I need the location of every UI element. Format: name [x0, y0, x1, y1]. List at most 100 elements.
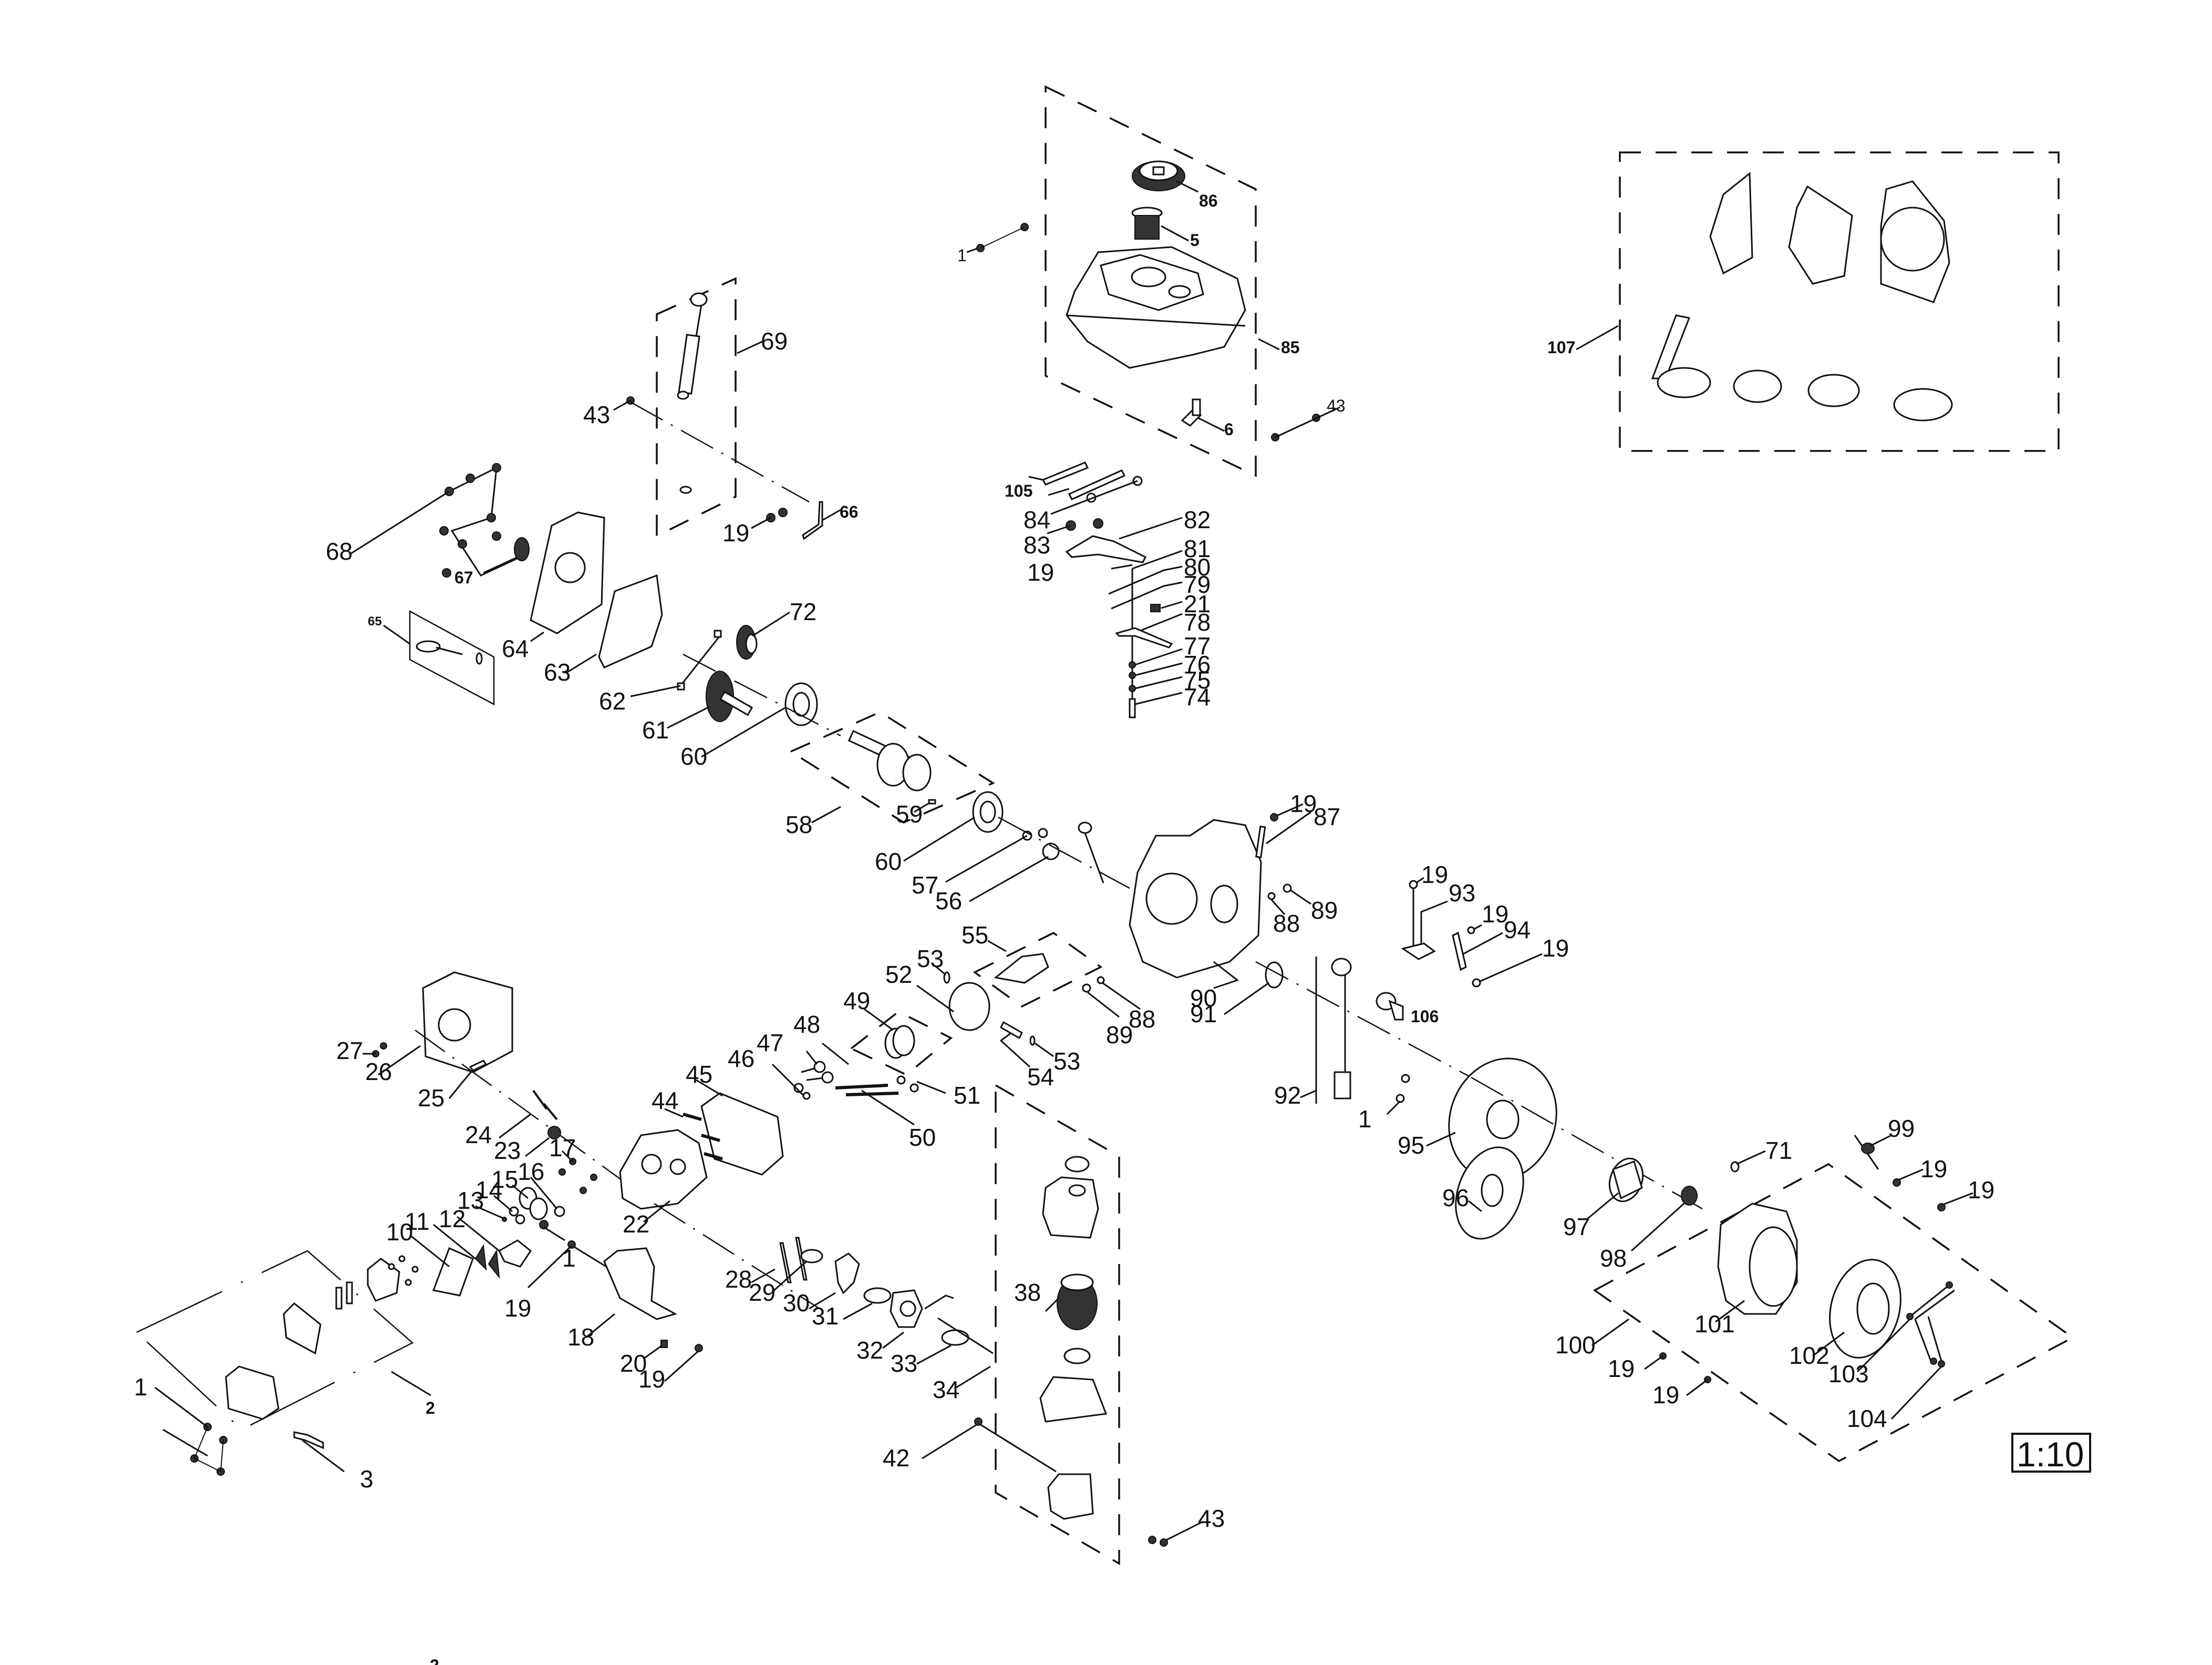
muffler-gasket[interactable] [469, 1060, 488, 1072]
exhaust-gasket[interactable] [1657, 367, 1711, 398]
tank-nut[interactable] [1271, 406, 1340, 441]
engine-block-group: 19 87 89 88 90 91 89 88 [1082, 790, 1472, 1078]
callout-30: 30 [783, 1289, 810, 1317]
flywheel-nut[interactable] [1681, 1186, 1698, 1206]
head-gasket[interactable] [700, 1092, 784, 1176]
push-rods[interactable] [835, 1084, 899, 1096]
air-cleaner-gasket[interactable] [1893, 388, 1953, 422]
fuel-strainer[interactable] [1131, 207, 1163, 240]
stop-switch-bracket[interactable] [1401, 942, 1436, 960]
carburetor-gasket[interactable] [1807, 374, 1860, 407]
callout-98: 98 [1600, 1245, 1627, 1272]
fuel-cap[interactable] [1132, 160, 1185, 191]
ignition-coil[interactable] [1315, 957, 1352, 1104]
rocker-arms[interactable] [474, 1243, 500, 1279]
callout-52: 52 [885, 961, 912, 988]
footer-mark: 2 [430, 1656, 439, 1665]
oil-bracket[interactable] [802, 501, 823, 540]
crankcase-gasket[interactable] [598, 574, 663, 669]
callout-58: 58 [785, 811, 812, 838]
callout-19: 19 [1608, 1355, 1635, 1382]
governor-arm[interactable] [1115, 627, 1173, 649]
dipstick-frame [656, 277, 737, 538]
carb-gasket[interactable] [863, 1287, 892, 1304]
callout-63: 63 [544, 659, 571, 686]
spark-plug-cap[interactable] [1376, 992, 1404, 1021]
valve-cover-bolts[interactable] [190, 1423, 228, 1476]
fuel-valve[interactable] [1181, 398, 1202, 427]
breather-valves[interactable] [335, 1281, 353, 1310]
piston-rings[interactable] [884, 1025, 915, 1059]
air-cleaner-gasket[interactable] [941, 1329, 969, 1346]
crankshaft[interactable] [847, 729, 932, 792]
dipstick[interactable] [677, 292, 708, 494]
heat-shield[interactable] [603, 1247, 677, 1320]
callout-1: 1 [1358, 1105, 1372, 1133]
callout-33: 33 [891, 1350, 917, 1377]
callout-84: 84 [1024, 506, 1050, 533]
control-lever[interactable] [1065, 535, 1147, 563]
valve-cover[interactable] [225, 1365, 280, 1420]
callout-55: 55 [962, 921, 988, 949]
spark-plug[interactable] [547, 1126, 561, 1139]
governor-spring[interactable] [1255, 825, 1266, 858]
callout-43: 43 [1198, 1505, 1225, 1532]
oil-sensor[interactable] [1452, 931, 1467, 971]
insulator-gasket[interactable] [1733, 369, 1782, 403]
oil-seal-rear[interactable] [1265, 961, 1284, 989]
fuel-hose[interactable] [1041, 461, 1089, 486]
fan-housing[interactable] [1717, 1202, 1798, 1315]
governor-shaft[interactable] [1042, 821, 1104, 883]
carburetor[interactable] [890, 1289, 954, 1328]
valve-springs[interactable] [519, 1187, 548, 1220]
connecting-rod[interactable] [994, 953, 1049, 984]
recoil-starter[interactable] [1820, 1251, 1911, 1365]
oil-seal[interactable] [514, 537, 530, 561]
starter-pulley[interactable] [1604, 1154, 1648, 1206]
cooling-fan[interactable] [1444, 1138, 1535, 1248]
governor-assembly[interactable] [416, 640, 483, 665]
gasket-kit-frame [1619, 151, 2060, 452]
valves[interactable] [801, 1061, 834, 1084]
callout-44: 44 [652, 1087, 678, 1114]
callout-19: 19 [1027, 559, 1054, 586]
valve-cover-gasket[interactable] [432, 1247, 474, 1297]
ignition-group: 92 19 93 19 94 19 106 1 95 [1274, 861, 1703, 1210]
cylinder-studs[interactable] [683, 1113, 723, 1160]
insulator[interactable] [834, 1252, 860, 1294]
piston[interactable] [948, 982, 990, 1031]
callout-5: 5 [1190, 231, 1200, 250]
camshaft[interactable] [706, 671, 753, 722]
callout-80: 80 [1184, 553, 1211, 581]
callout-42: 42 [883, 1444, 909, 1472]
starter-bolts[interactable] [1906, 1281, 1955, 1368]
breather-plate[interactable] [367, 1258, 400, 1302]
callout-19: 19 [1652, 1381, 1679, 1409]
crankcase-cover-gasket[interactable] [1709, 171, 1753, 275]
muffler-studs[interactable] [532, 1090, 558, 1121]
callout-22: 22 [623, 1210, 649, 1238]
cover-bolts[interactable] [439, 463, 521, 578]
balancer-gear[interactable] [736, 625, 758, 660]
fuel-tank[interactable] [1066, 246, 1246, 369]
callout-54: 54 [1027, 1063, 1054, 1091]
breather-tube[interactable] [1068, 469, 1126, 500]
insulator-gasket[interactable] [800, 1249, 823, 1263]
callout-13: 13 [457, 1187, 484, 1214]
cylinder-head[interactable] [619, 1129, 708, 1210]
breather-tube[interactable] [293, 1431, 324, 1450]
choke-rod[interactable] [1854, 1135, 1879, 1170]
callout-74: 74 [1184, 683, 1211, 711]
air-filter-assembly[interactable] [1039, 1156, 1108, 1520]
callout-104: 104 [1847, 1405, 1887, 1432]
callout-19: 19 [1542, 934, 1569, 962]
valve-cover-inner-gasket[interactable] [283, 1302, 322, 1355]
valve-cover-gasket[interactable] [1788, 185, 1853, 285]
callout-46: 46 [728, 1045, 754, 1072]
callout-71: 71 [1765, 1137, 1792, 1164]
piston-pin[interactable] [1000, 1021, 1023, 1040]
connecting-rod-frame [973, 931, 1103, 1008]
rocker-plate[interactable] [498, 1239, 532, 1268]
fuel-tank-bolt[interactable] [976, 223, 1029, 252]
